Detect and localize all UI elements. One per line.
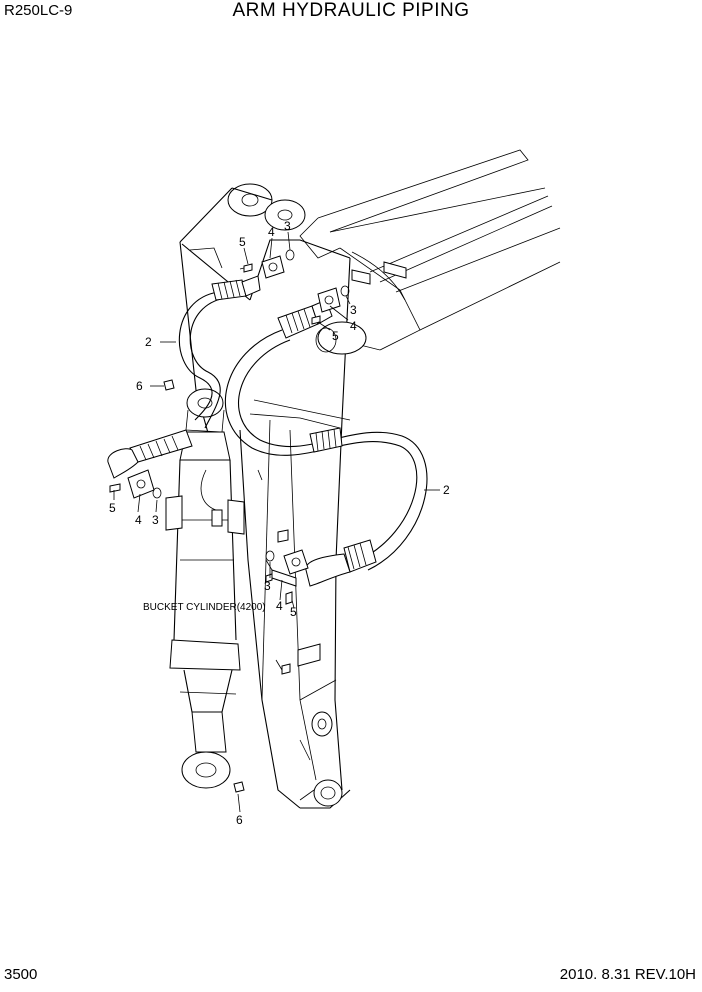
callout-3-oring-right: 3 [350,303,357,317]
page-number: 3500 [4,966,38,983]
callout-4-flange-left: 4 [135,513,142,527]
model-code: R250LC-9 [4,2,73,19]
revision-date: 2010. 8.31 REV.10H [559,966,696,983]
callout-5-bolt-left: 5 [109,501,116,515]
callout-2-hose-long: 2 [443,483,450,497]
callout-4-flange-lower: 4 [276,599,283,613]
callouts: 5 4 3 3 4 5 2 6 2 5 4 3 3 4 5 6 BUCKET C… [109,219,450,827]
callout-4-flange-right: 4 [350,319,357,333]
callout-4-flange-top: 4 [268,225,275,239]
callout-5-bolt-right: 5 [332,329,339,343]
callout-5-bolt-lower: 5 [290,605,297,619]
bucket-cylinder [165,388,245,789]
bucket-cylinder-label: BUCKET CYLINDER(4200) [143,602,266,613]
callout-6-grease-upper: 6 [136,379,143,393]
callout-3-oring-left: 3 [152,513,159,527]
callout-3-oring-lower: 3 [264,579,271,593]
callout-5-bolt-top: 5 [239,235,246,249]
callout-3-oring-top: 3 [284,219,291,233]
hose-upper-left [107,275,261,479]
leader-lines [113,231,440,813]
callout-6-grease-lower: 6 [236,813,243,827]
page-title: ARM HYDRAULIC PIPING [232,0,470,21]
boom-structure [299,149,561,351]
callout-2-hose-upper: 2 [145,335,152,349]
